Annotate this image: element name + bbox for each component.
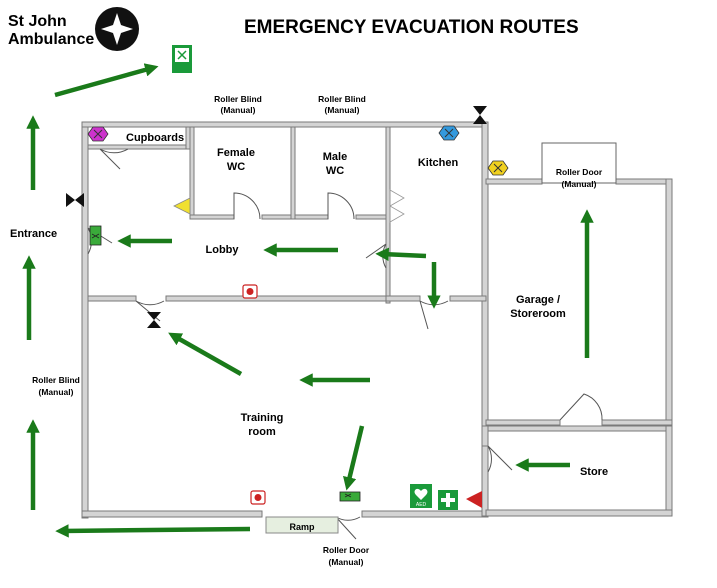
roller-door-garage-b: (Manual) (562, 179, 597, 189)
kitchen-label: Kitchen (418, 157, 459, 169)
ramp-label: Ramp (289, 522, 315, 532)
st-john-logo: St John Ambulance (8, 7, 139, 51)
training-label-2: room (248, 426, 276, 438)
fire-alarm-icon (66, 106, 487, 328)
roller-blind-side-a: Roller Blind (32, 375, 80, 385)
arrow (375, 247, 427, 262)
garage-label-1: Garage / (516, 294, 560, 306)
aed-label: AED (416, 502, 427, 508)
entrance-label: Entrance (10, 228, 57, 240)
evacuation-arrows (22, 63, 594, 538)
arrow (55, 524, 251, 538)
store-label: Store (580, 466, 608, 478)
female-wc-label-2: WC (227, 161, 245, 173)
fire-extinguisher-icon (466, 491, 482, 508)
cupboards-label: Cupboards (126, 132, 184, 144)
fire-alarm-call-point (250, 490, 266, 505)
hazard-icon (487, 160, 509, 176)
walls (81, 121, 673, 519)
warning-marker (173, 197, 191, 215)
water-extinguisher-marker (438, 125, 460, 141)
roller-blind-2-b: (Manual) (325, 105, 360, 115)
aed-icon: AED (410, 484, 432, 508)
room-labels: Cupboards Female WC Male WC Kitchen Lobb… (10, 132, 608, 478)
garage-roller-door (541, 142, 617, 184)
page-title: EMERGENCY EVACUATION ROUTES (244, 17, 579, 38)
assembly-point-icon (172, 45, 192, 73)
male-wc-label-2: WC (326, 165, 344, 177)
roller-door-bottom-a: Roller Door (323, 545, 370, 555)
roller-blind-2-a: Roller Blind (318, 94, 366, 104)
roller-blind-side-b: (Manual) (39, 387, 74, 397)
roller-blind-1-a: Roller Blind (214, 94, 262, 104)
arrow (54, 63, 159, 98)
ramp: Ramp (265, 516, 339, 534)
lobby-label: Lobby (206, 244, 240, 256)
fire-exit-sign-icon (339, 491, 361, 502)
roller-blind-1-b: (Manual) (221, 105, 256, 115)
roller-door-bottom-b: (Manual) (329, 557, 364, 567)
fire-exit-sign-icon (89, 225, 102, 246)
training-label-1: Training (241, 412, 284, 424)
appliance-marks (389, 189, 405, 223)
garage-label-2: Storeroom (510, 308, 566, 320)
roller-door-garage-a: Roller Door (556, 167, 603, 177)
co2-extinguisher-marker (87, 126, 109, 142)
st-john-cross-icon (95, 7, 139, 51)
arrow (168, 332, 243, 376)
fire-alarm-call-point (242, 284, 258, 299)
doors (87, 148, 603, 540)
annotations: Roller Blind (Manual) Roller Blind (Manu… (32, 94, 603, 567)
logo-line-1: St John (8, 13, 67, 30)
female-wc-label-1: Female (217, 147, 255, 159)
first-aid-icon (438, 490, 458, 510)
arrow (343, 425, 365, 491)
logo-line-2: Ambulance (8, 31, 94, 48)
male-wc-label-1: Male (323, 151, 347, 163)
